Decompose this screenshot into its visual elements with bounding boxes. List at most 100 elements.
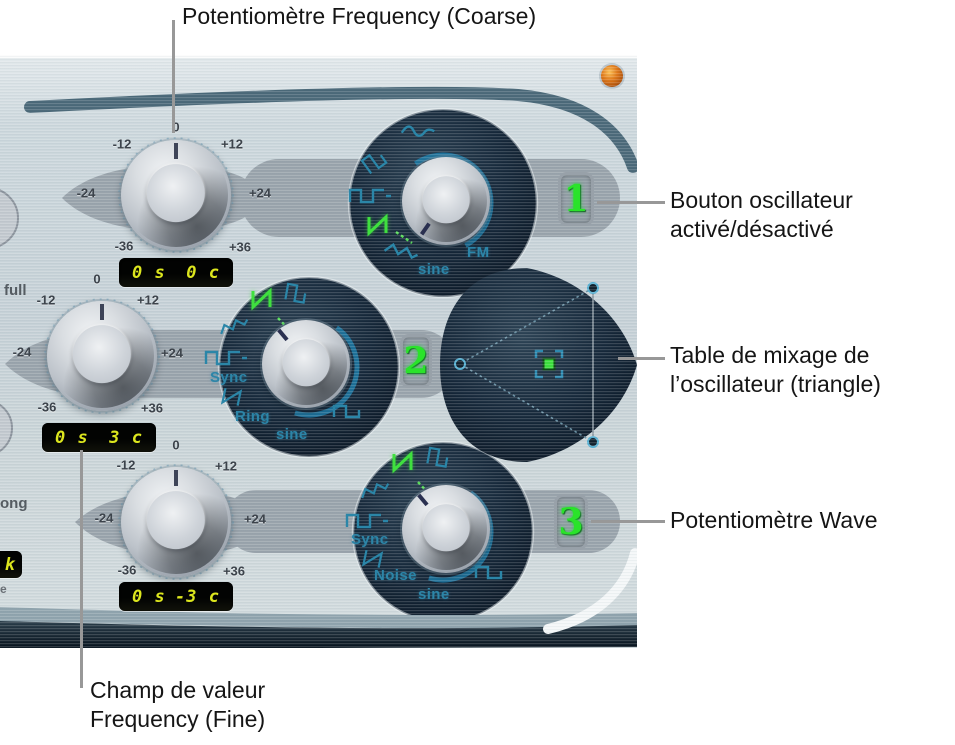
callout-line-wave-knob bbox=[591, 520, 665, 523]
osc2-ring-label[interactable]: Ring bbox=[235, 408, 270, 425]
callout-line-mixer-triangle bbox=[618, 357, 665, 360]
panel-bottom-edge bbox=[0, 621, 637, 648]
osc2-sine-label[interactable]: sine bbox=[276, 426, 308, 443]
osc3-frequency-coarse-knob[interactable] bbox=[121, 467, 231, 577]
callout-osc-on-off-line2: activé/désactivé bbox=[670, 216, 834, 242]
callout-frequency-fine-line1: Champ de valeur bbox=[90, 677, 266, 703]
left-partial-knob-1 bbox=[0, 189, 19, 247]
osc3-knob-cap bbox=[146, 491, 206, 550]
left-partial-label-full: full bbox=[4, 282, 27, 299]
left-partial-value-display[interactable]: k bbox=[0, 551, 22, 578]
osc2-tick-m24: -24 bbox=[12, 344, 32, 360]
osc1-sine-label[interactable]: sine bbox=[418, 261, 450, 278]
osc1-tick-0: 0 bbox=[172, 119, 180, 135]
osc3-tick-p12: +12 bbox=[214, 458, 238, 474]
mix-cursor-handle[interactable] bbox=[542, 357, 556, 371]
osc2-square-wave-icon[interactable] bbox=[204, 350, 248, 366]
osc3-semitones-value: 0 s bbox=[132, 586, 166, 607]
mix-vertex-osc3[interactable] bbox=[587, 436, 599, 448]
osc1-tick-m24: -24 bbox=[76, 185, 96, 201]
osc2-frequency-coarse-knob[interactable] bbox=[47, 301, 157, 411]
osc1-fm-label[interactable]: FM bbox=[467, 244, 490, 261]
osc3-wave-knob[interactable] bbox=[402, 485, 490, 573]
osc1-button-digit: 1 bbox=[563, 178, 589, 220]
osc3-sine-label[interactable]: sine bbox=[418, 586, 450, 603]
osc2-tick-p24: +24 bbox=[160, 345, 184, 361]
osc3-tick-0: 0 bbox=[172, 437, 180, 453]
osc2-square2-wave-icon[interactable] bbox=[332, 402, 362, 420]
osc1-sine-wave-icon[interactable] bbox=[399, 122, 437, 143]
osc2-knob-cap bbox=[72, 325, 132, 384]
osc1-knob-pointer bbox=[174, 143, 178, 159]
osc2-tick-p12: +12 bbox=[136, 292, 160, 308]
osc1-on-off-button[interactable]: 1 bbox=[558, 172, 594, 226]
osc1-tick-m36: -36 bbox=[114, 238, 134, 254]
osc3-button-digit: 3 bbox=[558, 501, 584, 543]
callout-line-osc-on-off bbox=[597, 201, 665, 204]
osc1-frequency-fine-display[interactable]: 0 s 0 c bbox=[119, 258, 233, 287]
osc1-frequency-coarse-knob[interactable] bbox=[121, 140, 231, 250]
osc2-on-off-button[interactable]: 2 bbox=[400, 334, 432, 388]
osc2-wave-knob-cap bbox=[282, 339, 330, 386]
osc1-cents-value: 0 c bbox=[186, 262, 220, 283]
osc2-freq-scale-ring bbox=[44, 298, 160, 414]
osc3-sync-label[interactable]: Sync bbox=[351, 531, 389, 548]
osc1-semitones-value: 0 s bbox=[132, 262, 166, 283]
osc3-pulse-wave-icon[interactable] bbox=[425, 442, 453, 470]
oscillator-mix-pad[interactable] bbox=[440, 268, 637, 462]
mix-vertex-osc2[interactable] bbox=[454, 358, 466, 370]
osc3-tick-p36: +36 bbox=[222, 563, 246, 579]
osc3-freq-scale-ring bbox=[118, 464, 234, 580]
osc2-wave-knob[interactable] bbox=[262, 320, 350, 408]
osc3-on-off-button[interactable]: 3 bbox=[554, 494, 588, 550]
osc2-button-digit: 2 bbox=[403, 340, 429, 382]
osc3-square2-wave-icon[interactable] bbox=[474, 563, 504, 581]
left-partial-label-ong: ong bbox=[0, 495, 28, 512]
osc1-pulse-wave-icon[interactable] bbox=[357, 143, 391, 177]
panel-bottom-highlight bbox=[543, 548, 637, 634]
callout-line-frequency-coarse bbox=[172, 20, 175, 133]
osc3-tick-m24: -24 bbox=[94, 510, 114, 526]
osc1-freq-scale-ring bbox=[118, 137, 234, 253]
osc3-noise-label[interactable]: Noise bbox=[374, 567, 417, 584]
osc1-wave-knob-cap bbox=[422, 176, 470, 223]
osc2-sawtooth-sync-wave-icon[interactable] bbox=[219, 385, 245, 409]
mix-vertex-osc1[interactable] bbox=[587, 282, 599, 294]
osc3-square-wave-icon[interactable] bbox=[345, 513, 389, 529]
osc1-tick-p24: +24 bbox=[248, 185, 272, 201]
osc2-cents-value: 3 c bbox=[109, 427, 143, 448]
osc1-wave-knob[interactable] bbox=[402, 157, 490, 245]
osc2-sync-label[interactable]: Sync bbox=[210, 369, 248, 386]
osc2-pulse-wave-icon[interactable] bbox=[283, 278, 311, 306]
osc1-tick-m12: -12 bbox=[112, 136, 132, 152]
osc3-frequency-fine-display[interactable]: 0 s-3 c bbox=[119, 582, 233, 611]
osc3-tick-m36: -36 bbox=[117, 562, 137, 578]
osc2-knob-pointer bbox=[100, 304, 104, 320]
panel-curve-band bbox=[24, 86, 637, 173]
osc2-tick-m12: -12 bbox=[36, 292, 56, 308]
osc2-triangle-wave-icon[interactable] bbox=[215, 311, 253, 339]
panel-bottom-bevel bbox=[0, 607, 637, 629]
osc2-tick-m36: -36 bbox=[37, 399, 57, 415]
osc1-knob-cap bbox=[146, 164, 206, 223]
osc3-sawtooth-sync-wave-icon[interactable] bbox=[360, 547, 386, 571]
mix-triangle-sides bbox=[458, 287, 594, 443]
osc1-sawtooth-wave-icon-selected[interactable] bbox=[366, 213, 390, 237]
osc3-knob-pointer bbox=[174, 470, 178, 486]
osc3-sawtooth-wave-icon-selected[interactable] bbox=[391, 450, 415, 474]
osc2-sawtooth-wave-icon-selected[interactable] bbox=[250, 287, 274, 311]
panel-top-highlight bbox=[0, 55, 637, 58]
osc2-tick-p36: +36 bbox=[140, 400, 164, 416]
callout-line-frequency-fine bbox=[80, 450, 83, 688]
osc1-triangle-wave-icon[interactable] bbox=[382, 239, 423, 264]
es2-oscillator-panel: full ong k e 0 -12 +12 -24 +24 -36 +36 0… bbox=[0, 55, 637, 648]
osc3-triangle-wave-icon[interactable] bbox=[356, 475, 394, 503]
callout-frequency-coarse: Potentiomètre Frequency (Coarse) bbox=[182, 3, 537, 29]
osc2-tick-0: 0 bbox=[93, 271, 101, 287]
power-led bbox=[601, 65, 623, 87]
osc1-square-wave-icon[interactable] bbox=[348, 188, 392, 204]
left-partial-knob-2 bbox=[0, 403, 13, 453]
mix-cursor-brackets bbox=[534, 349, 564, 379]
